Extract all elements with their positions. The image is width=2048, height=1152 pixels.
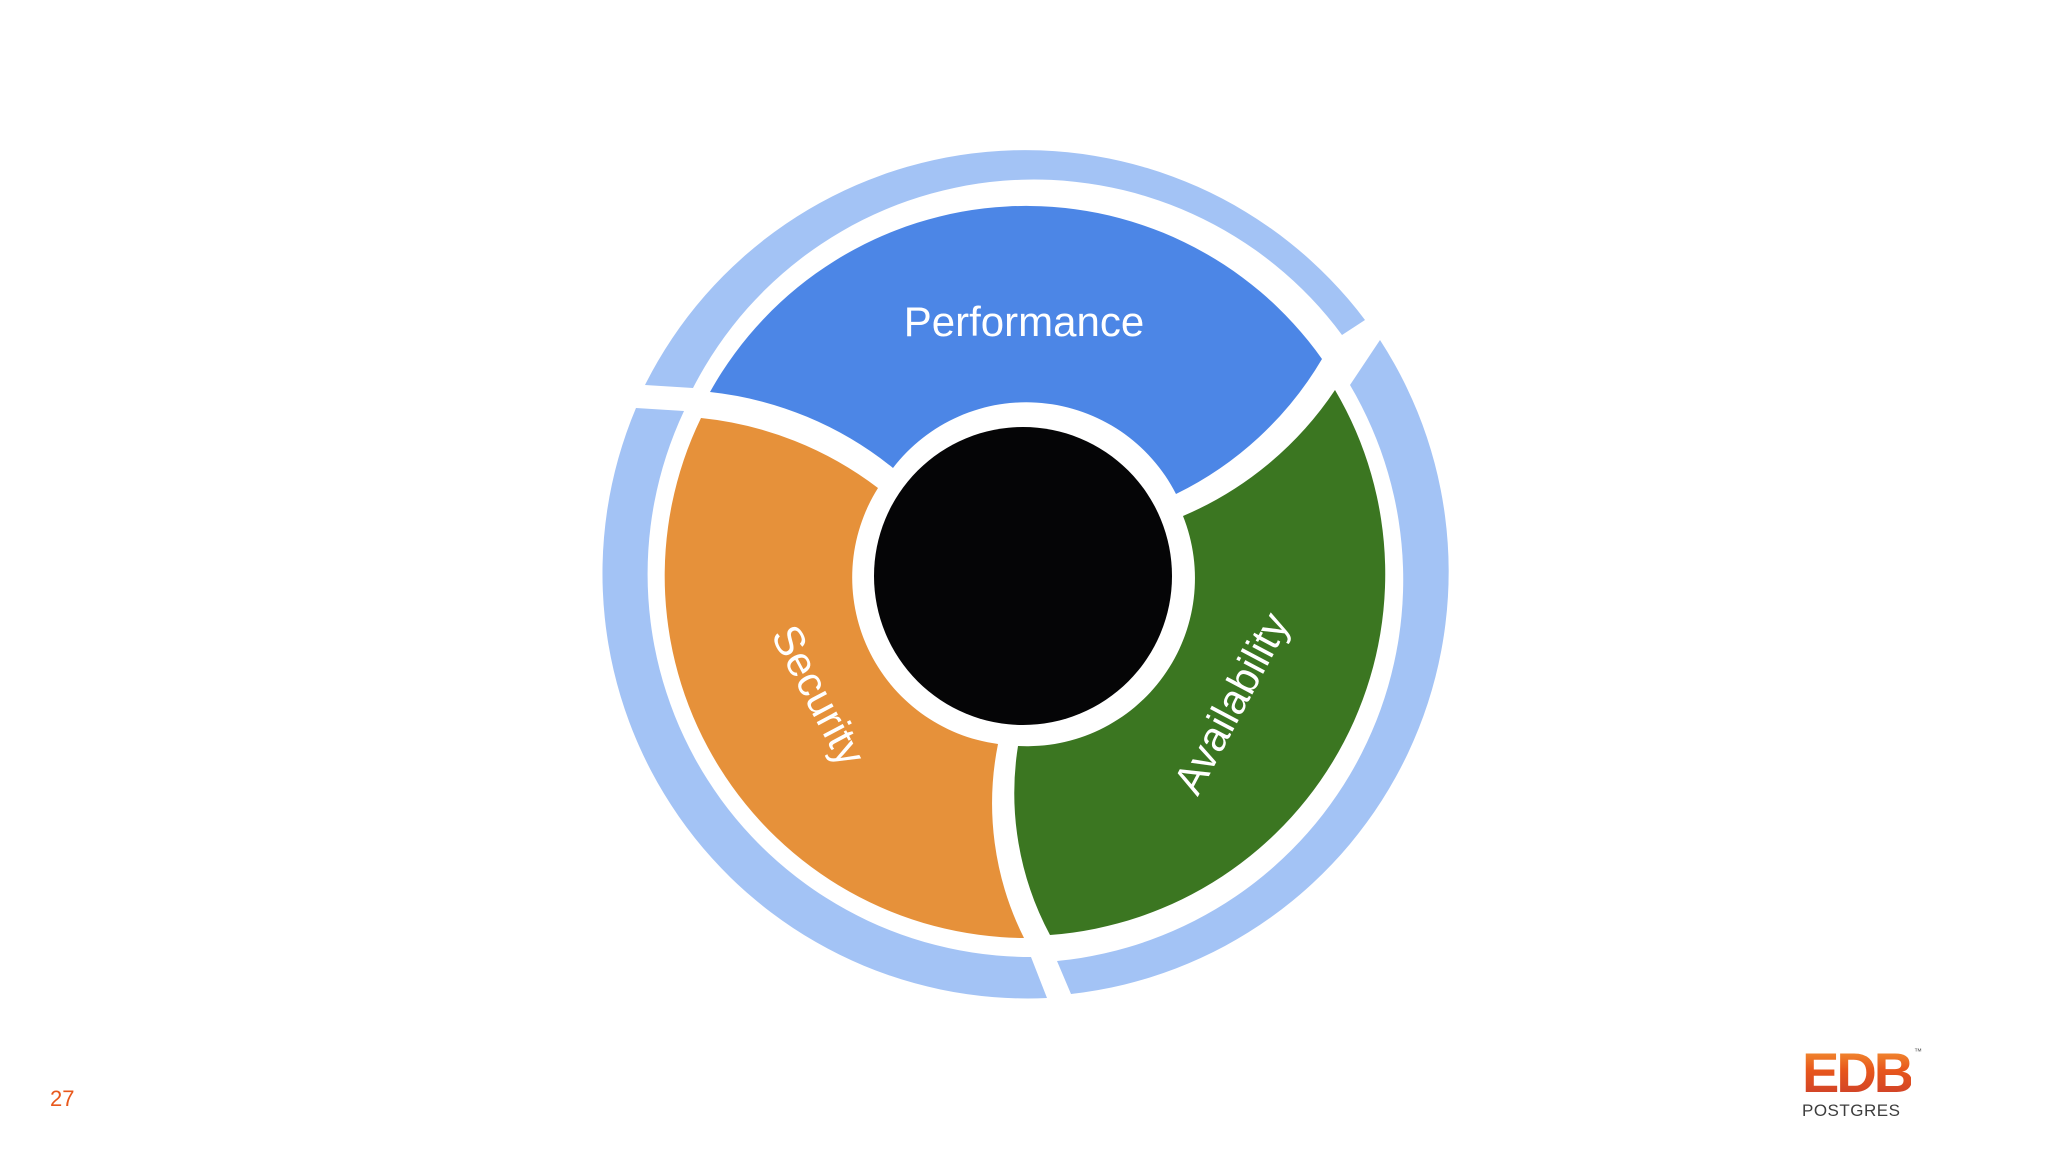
outer-ring-segment-left bbox=[602, 408, 1047, 999]
segment-security bbox=[664, 418, 1024, 938]
trademark-symbol: ™ bbox=[1914, 1047, 1922, 1056]
edb-postgres-logo: EDB ™ POSTGRES bbox=[1800, 1045, 1925, 1121]
outer-ring-segment-top bbox=[645, 150, 1365, 388]
outer-ring-segment-right bbox=[1057, 340, 1449, 994]
segment-availability bbox=[1014, 390, 1386, 935]
center-circle bbox=[874, 427, 1172, 725]
page-number: 27 bbox=[50, 1086, 75, 1111]
performance-label: Performance bbox=[904, 298, 1144, 345]
logo-mark-text: EDB bbox=[1802, 1041, 1914, 1104]
logo-mark: EDB bbox=[1802, 1045, 1914, 1101]
logo-wordmark: POSTGRES bbox=[1802, 1101, 1901, 1120]
segment-performance bbox=[710, 205, 1322, 494]
